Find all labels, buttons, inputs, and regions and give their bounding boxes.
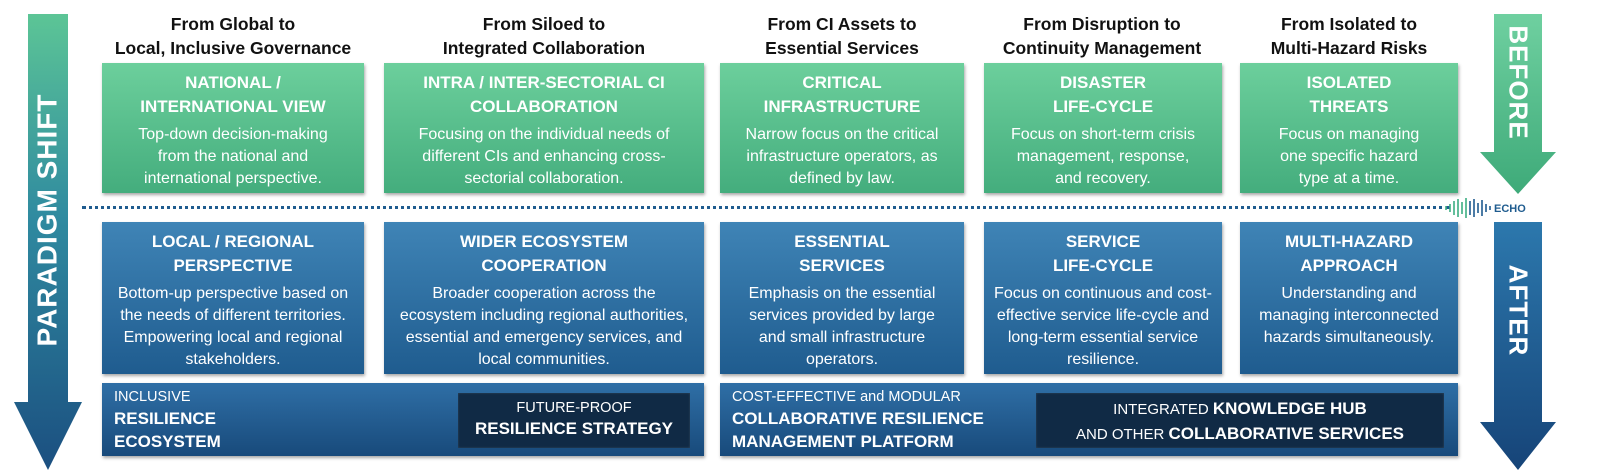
box-title: LIFE-CYCLE [1052, 97, 1154, 116]
box-title: SERVICE [1065, 232, 1141, 251]
box-title: INTERNATIONAL VIEW [140, 97, 326, 116]
box-text: Broader cooperation across the ecosystem… [399, 285, 689, 368]
box-title: INFRASTRUCTURE [763, 97, 921, 116]
bar-title: ECOSYSTEM [114, 432, 221, 451]
inset-line-1: INTEGRATED KNOWLEDGE HUB [1113, 399, 1367, 418]
box-text: Focus on continuous and cost-effective s… [994, 285, 1212, 368]
box-text: Bottom-up perspective based on the needs… [117, 285, 349, 368]
before-box-governance: NATIONAL / INTERNATIONAL VIEW Top-down d… [102, 63, 364, 193]
inset-line-2: AND OTHER COLLABORATIVE SERVICES [1075, 424, 1405, 443]
echo-logo-icon: ECHO [1445, 198, 1526, 218]
resilience-ecosystem-bar: INCLUSIVE RESILIENCE ECOSYSTEM FUTURE-PR… [102, 383, 704, 456]
after-box-governance: LOCAL / REGIONAL PERSPECTIVE Bottom-up p… [102, 222, 364, 374]
box-title: NATIONAL / [185, 73, 281, 92]
paradigm-shift-arrow-icon [14, 14, 82, 470]
inset-title: RESILIENCE STRATEGY [474, 419, 674, 438]
box-text: Focus on managing one specific hazard ty… [1278, 126, 1420, 187]
box-text: Top-down decision-making from the nation… [138, 126, 328, 187]
before-box-disaster: DISASTER LIFE-CYCLE Focus on short-term … [984, 63, 1222, 193]
before-arrow-icon [1480, 14, 1556, 194]
box-title: ESSENTIAL [794, 232, 890, 251]
before-box-collaboration: INTRA / INTER-SECTORIAL CI COLLABORATION… [384, 63, 704, 193]
bar-title: RESILIENCE [114, 409, 217, 428]
after-arrow-icon [1480, 222, 1556, 470]
after-box-service-lifecycle: SERVICE LIFE-CYCLE Focus on continuous a… [984, 222, 1222, 374]
bar-title: COLLABORATIVE RESILIENCE [732, 409, 984, 428]
bar-subtitle: INCLUSIVE [114, 389, 191, 405]
box-title: LIFE-CYCLE [1052, 256, 1154, 275]
paradigm-shift-label: PARADIGM SHIFT [32, 93, 63, 347]
box-title: INTRA / INTER-SECTORIAL CI [423, 73, 665, 92]
after-box-collaboration: WIDER ECOSYSTEM COOPERATION Broader coop… [384, 222, 704, 374]
box-title: COLLABORATION [470, 97, 618, 116]
box-title: CRITICAL [802, 73, 882, 92]
box-title: SERVICES [799, 256, 885, 275]
before-box-infrastructure: CRITICAL INFRASTRUCTURE Narrow focus on … [720, 63, 964, 193]
before-after-divider [82, 206, 1450, 209]
before-box-threats: ISOLATED THREATS Focus on managing one s… [1240, 63, 1458, 193]
box-title: WIDER ECOSYSTEM [459, 232, 629, 251]
box-title: DISASTER [1060, 73, 1146, 92]
box-text: Focus on short-term crisis management, r… [1010, 126, 1196, 187]
box-title: THREATS [1309, 97, 1389, 116]
box-text: Focusing on the individual needs of diff… [418, 126, 670, 187]
after-box-multi-hazard: MULTI-HAZARD APPROACH Understanding and … [1240, 222, 1458, 374]
box-text: Understanding and managing interconnecte… [1259, 285, 1439, 346]
box-title: PERSPECTIVE [173, 256, 293, 275]
box-title: LOCAL / REGIONAL [151, 232, 315, 251]
box-text: Narrow focus on the critical infrastruct… [745, 126, 939, 187]
inset-subtitle: FUTURE-PROOF [516, 400, 632, 416]
box-title: COOPERATION [481, 256, 607, 275]
bar-subtitle: COST-EFFECTIVE and MODULAR [732, 389, 961, 405]
after-label: AFTER [1503, 264, 1534, 356]
before-label: BEFORE [1503, 25, 1534, 140]
box-text: Emphasis on the essential services provi… [748, 285, 936, 368]
svg-text:ECHO: ECHO [1494, 203, 1526, 215]
knowledge-hub-inset: INTEGRATED KNOWLEDGE HUB AND OTHER COLLA… [1036, 393, 1444, 448]
box-title: APPROACH [1300, 256, 1398, 275]
after-box-services: ESSENTIAL SERVICES Emphasis on the essen… [720, 222, 964, 374]
box-title: ISOLATED [1306, 73, 1392, 92]
resilience-strategy-inset: FUTURE-PROOF RESILIENCE STRATEGY [458, 393, 690, 448]
bar-title: MANAGEMENT PLATFORM [732, 432, 954, 451]
box-title: MULTI-HAZARD [1284, 232, 1414, 251]
collaborative-platform-bar: COST-EFFECTIVE and MODULAR COLLABORATIVE… [720, 383, 1458, 456]
